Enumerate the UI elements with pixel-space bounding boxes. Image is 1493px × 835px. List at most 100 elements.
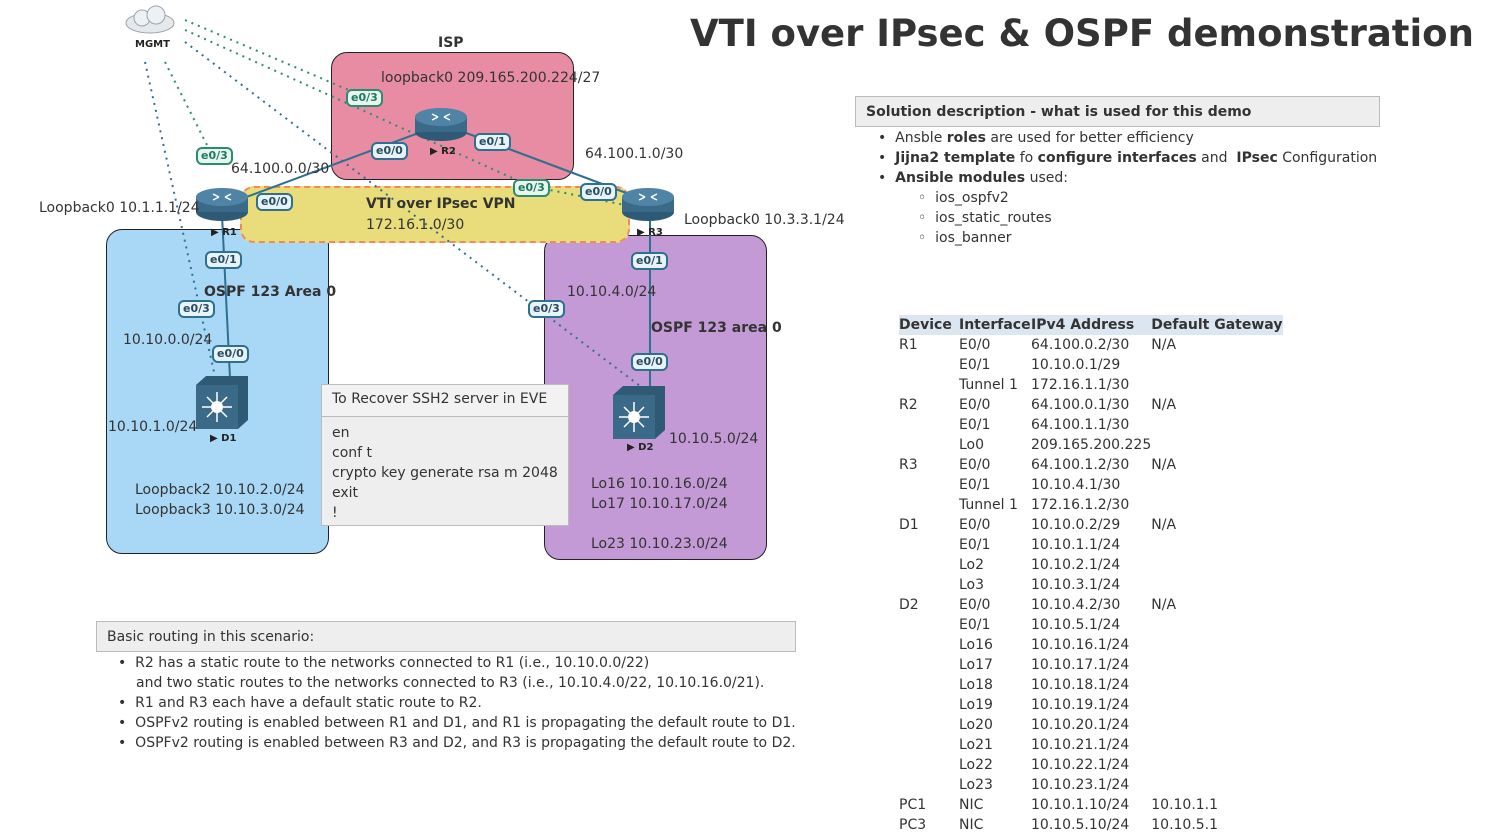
table-cell: Lo16 bbox=[959, 637, 993, 653]
interface-tag: e0/0 bbox=[580, 183, 617, 201]
net-right-label: 10.10.4.0/24 bbox=[567, 284, 657, 300]
table-cell: N/A bbox=[1151, 397, 1177, 413]
table-cell: N/A bbox=[1151, 337, 1177, 353]
table-cell bbox=[899, 655, 959, 675]
table-cell: Tunnel 1 bbox=[959, 377, 1018, 393]
list-item: • Ansble roles are used for better effic… bbox=[878, 130, 1194, 146]
r1-r2-link bbox=[224, 124, 441, 206]
table-cell bbox=[899, 535, 959, 555]
table-cell: 64.100.1.1/30 bbox=[1031, 417, 1130, 433]
switch-icon bbox=[196, 376, 248, 429]
table-cell bbox=[1151, 635, 1283, 655]
recover-commands: en conf t crypto key generate rsa m 2048… bbox=[322, 417, 568, 529]
table-cell: PC3 bbox=[899, 817, 927, 833]
table-cell: 10.10.4.2/30 bbox=[1031, 597, 1121, 613]
mgmt-label: MGMT bbox=[135, 39, 170, 50]
interface-tag: e0/1 bbox=[205, 251, 242, 269]
table-cell: 10.10.1.1/24 bbox=[1031, 537, 1121, 553]
table-cell bbox=[899, 615, 959, 635]
table-cell bbox=[899, 715, 959, 735]
router-icon bbox=[622, 188, 674, 221]
d2-lo16-label: Lo16 10.10.16.0/24 bbox=[591, 476, 728, 492]
table-cell: 10.10.2.1/24 bbox=[1031, 557, 1121, 573]
table-cell: Lo2 bbox=[959, 557, 985, 573]
table-cell: 209.165.200.225 bbox=[1031, 437, 1152, 453]
interface-tag: e0/3 bbox=[196, 147, 233, 165]
interface-tag: e0/0 bbox=[371, 142, 408, 160]
table-row: E0/1 64.100.1.1/30 bbox=[899, 415, 1283, 435]
page-title: VTI over IPsec & OSPF demonstration bbox=[690, 12, 1474, 55]
routing-list: • R2 has a static route to the networks … bbox=[118, 653, 796, 753]
table-cell bbox=[1151, 535, 1283, 555]
table-cell: R2 bbox=[899, 397, 918, 413]
table-cell: Lo18 bbox=[959, 677, 993, 693]
recover-title: To Recover SSH2 server in EVE bbox=[322, 385, 568, 417]
recover-ssh-note: To Recover SSH2 server in EVE en conf t … bbox=[321, 384, 569, 526]
r2-label: ▶ R2 bbox=[430, 146, 456, 157]
d1-lo3-label: Loopback3 10.10.3.0/24 bbox=[135, 502, 305, 518]
d2-net-label: 10.10.5.0/24 bbox=[669, 431, 759, 447]
table-cell bbox=[899, 575, 959, 595]
net-r2-r3-label: 64.100.1.0/30 bbox=[585, 146, 684, 162]
table-cell: 10.10.16.1/24 bbox=[1031, 637, 1130, 653]
table-cell bbox=[1151, 435, 1283, 455]
router-icon bbox=[196, 188, 248, 221]
mgmt-r2-link bbox=[184, 19, 366, 98]
table-cell: 10.10.0.1/29 bbox=[1031, 357, 1121, 373]
ospf-left-label: OSPF 123 Area 0 bbox=[204, 284, 337, 300]
r1-loopback-label: Loopback0 10.1.1.1/24 bbox=[39, 200, 200, 216]
table-cell bbox=[1151, 615, 1283, 635]
interface-tag: e0/1 bbox=[631, 252, 668, 270]
table-cell: 10.10.20.1/24 bbox=[1031, 717, 1130, 733]
table-cell bbox=[1151, 495, 1283, 515]
solution-list: • Ansble roles are used for better effic… bbox=[878, 128, 1377, 248]
table-cell: 10.10.3.1/24 bbox=[1031, 577, 1121, 593]
net-r1-r2-label: 64.100.0.0/30 bbox=[231, 161, 330, 177]
vpn-subnet: 172.16.1.0/30 bbox=[366, 217, 465, 233]
table-cell bbox=[899, 555, 959, 575]
table-cell: N/A bbox=[1151, 457, 1177, 473]
command-line: conf t bbox=[332, 445, 373, 461]
table-cell: 10.10.5.1/24 bbox=[1031, 617, 1121, 633]
table-cell: 10.10.18.1/24 bbox=[1031, 677, 1130, 693]
column-header: Interface bbox=[959, 315, 1031, 335]
table-cell: 64.100.0.2/30 bbox=[1031, 337, 1130, 353]
d1-lo2-label: Loopback2 10.10.2.0/24 bbox=[135, 482, 305, 498]
interface-tag: e0/0 bbox=[631, 353, 668, 371]
list-item: • OSPFv2 routing is enabled between R1 a… bbox=[118, 715, 796, 731]
interface-tag: e0/0 bbox=[212, 345, 249, 363]
router-icon bbox=[415, 108, 467, 141]
switch-icon bbox=[613, 386, 665, 439]
table-cell: 64.100.0.1/30 bbox=[1031, 397, 1130, 413]
table-cell: 10.10.1.1 bbox=[1151, 797, 1219, 813]
table-cell bbox=[899, 435, 959, 455]
table-cell: 10.10.4.1/30 bbox=[1031, 477, 1121, 493]
table-cell: E0/1 bbox=[959, 417, 991, 433]
interface-tag: e0/1 bbox=[474, 133, 511, 151]
table-cell: Lo20 bbox=[959, 717, 993, 733]
mgmt-r1-link bbox=[164, 61, 213, 156]
table-cell bbox=[1151, 355, 1283, 375]
table-cell: D1 bbox=[899, 517, 919, 533]
table-cell bbox=[899, 675, 959, 695]
table-cell bbox=[899, 635, 959, 655]
table-cell bbox=[1151, 475, 1283, 495]
table-cell bbox=[1151, 735, 1283, 755]
table-cell: 172.16.1.2/30 bbox=[1031, 497, 1130, 513]
d1-net-label: 10.10.1.0/24 bbox=[108, 419, 198, 435]
interface-tag: e0/3 bbox=[346, 89, 383, 107]
table-cell: 10.10.22.1/24 bbox=[1031, 757, 1130, 773]
table-cell bbox=[1151, 675, 1283, 695]
table-row: Lo16 10.10.16.1/24 bbox=[899, 635, 1283, 655]
interface-tag: e0/0 bbox=[256, 193, 293, 211]
